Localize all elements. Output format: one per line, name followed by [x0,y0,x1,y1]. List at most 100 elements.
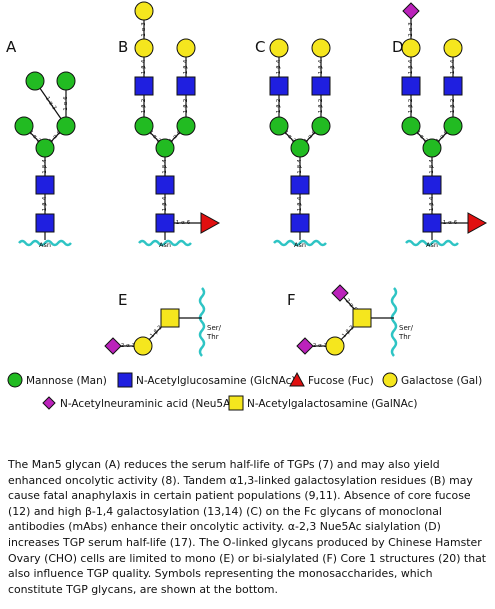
ser-thr-label: Thr [398,333,411,341]
linkage-label: 1-β-4 [276,59,282,74]
legend-symbol-circle [382,372,398,388]
glcnac-node [176,76,196,96]
legend-label: N-Acetylglucosamine (GlcNAc) [136,375,295,387]
legend: Mannose (Man) N-Acetylglucosamine (GlcNAc… [7,371,482,411]
linkage-label: 1-α-3 [141,22,147,37]
legend-symbol-square [228,395,244,411]
linkage-label: 1-β-2 [450,99,456,113]
glcnac-node [155,213,175,233]
asn-label: Asn [39,241,51,249]
ser-thr-label: Ser/ [207,324,222,332]
neu5ac-node [331,284,349,302]
neu5ac-node [104,337,122,355]
galactose-node [176,38,196,58]
legend-label: Fucose (Fuc) [308,375,374,387]
asn-label: Asn [159,241,171,249]
glcnac-node [422,213,442,233]
asn-peptide-wave [273,239,327,247]
linkage-label: 1-β-4 [429,159,435,174]
linkage-label: 1-β-2 [141,99,147,113]
galactose-node [443,38,463,58]
asn-peptide-wave [405,239,459,247]
legend-label: Mannose (Man) [26,375,107,387]
asn-label: Asn [426,241,438,249]
linkage-label: 1-β-4 [141,59,147,74]
mannose-node [25,71,45,91]
panel-letter-e: E [118,291,127,309]
linkage-label: 2-α-3 [313,343,328,349]
mannose-node [134,116,154,136]
galactose-node [134,38,154,58]
fucose-node [200,212,221,234]
asn-label: Asn [294,241,306,249]
glcnac-node [311,76,331,96]
fucose-node [467,212,488,234]
linkage-label: 1-β-2 [183,99,189,113]
panel-letter-b: B [118,38,128,56]
mannose-node [14,116,34,136]
panel-letter-f: F [287,291,296,309]
linkage-label: 1-β-4 [42,159,48,174]
linkage-label: 1-β-2 [318,99,324,113]
panel-letter-d: D [392,38,404,56]
mannose-node [155,138,175,158]
mannose-node [311,116,331,136]
ser-thr-label: Ser/ [399,324,414,332]
glcnac-node [290,175,310,195]
ser-thr-peptide-wave [390,287,398,357]
linkage-label: 1-β-4 [297,196,303,211]
linkage-label: 1-α-6 [443,220,458,226]
glycosidic-bonds [18,11,468,357]
linkage-label: 1-β-4 [162,159,168,174]
glcnac-node [422,175,442,195]
legend-label: N-Acetylneuraminic acid (Neu5Ac) [60,398,240,410]
glcnac-node [35,213,55,233]
linkage-label: 1-β-4 [450,59,456,74]
ser-thr-label: Thr [206,333,219,341]
linkage-label: 1-β-4 [42,196,48,211]
galnac-node [352,308,372,328]
monosaccharide-nodes [14,1,488,356]
galactose-node [134,1,154,21]
linkage-label: 1-β-4 [408,59,414,74]
mannose-node [56,116,76,136]
glcnac-node [35,175,55,195]
linkage-label: 1-β-4 [429,196,435,211]
legend-symbol-square [117,372,133,388]
neu5ac-node [402,2,420,20]
linkage-label: 1-β-2 [408,99,414,113]
galactose-node [133,336,153,356]
linkage-label: 1-α-6 [176,220,191,226]
galactose-node [311,38,331,58]
galnac-node [160,308,180,328]
mannose-node [422,138,442,158]
linkage-label: 1-α-6 [63,96,69,111]
glcnac-node [290,213,310,233]
linkage-label: 2-α-3 [408,22,414,37]
legend-label: Galactose (Gal) [401,375,482,387]
asn-peptide-wave [138,239,192,247]
glcnac-node [155,175,175,195]
linkage-label: 1-β-4 [297,159,303,174]
legend-symbol-diamond [42,396,56,410]
mannose-node [176,116,196,136]
linkage-label: 1-β-4 [162,196,168,211]
linkage-label: 2-α-3 [121,343,136,349]
galactose-node [401,38,421,58]
galactose-node [325,336,345,356]
ser-thr-peptide-wave [198,287,206,357]
mannose-node [401,116,421,136]
mannose-node [290,138,310,158]
linkage-label: 1-β-4 [183,59,189,74]
asn-peptide-wave [18,239,72,247]
mannose-node [443,116,463,136]
glcnac-node [134,76,154,96]
legend-symbol-triangle [289,371,305,387]
mannose-node [35,138,55,158]
panel-letter-c: C [255,38,265,56]
neu5ac-node [296,337,314,355]
mannose-node [56,71,76,91]
